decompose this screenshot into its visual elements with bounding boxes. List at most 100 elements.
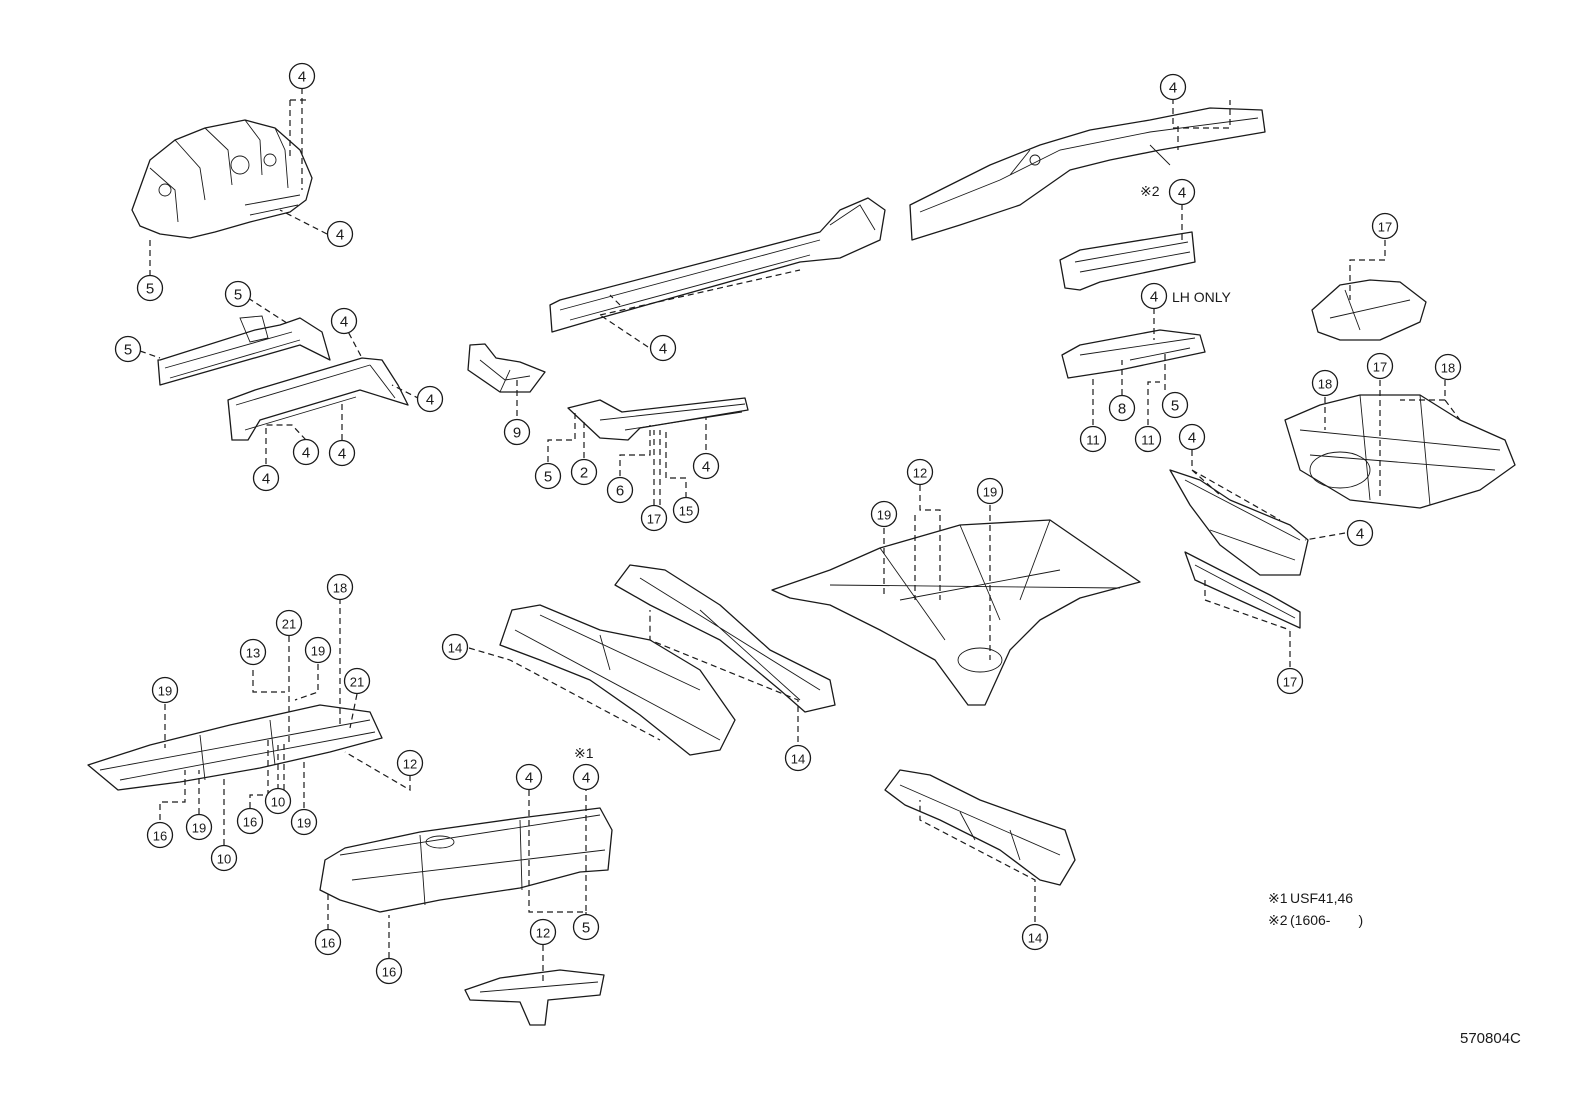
callout-number: 4 — [702, 459, 710, 476]
callout-16: 16 — [236, 807, 264, 835]
callout-circle — [1140, 282, 1168, 310]
callout-circle — [640, 504, 668, 532]
callout-number: 14 — [448, 641, 462, 656]
callout-circle — [252, 464, 280, 492]
callout-17: 17 — [640, 504, 668, 532]
callout-circle — [1346, 519, 1374, 547]
callout-circle — [326, 220, 354, 248]
callout-number: 4 — [1356, 526, 1364, 543]
callout-number: 4 — [1178, 185, 1186, 202]
leader-lines — [139, 88, 1461, 985]
callout-number: 19 — [192, 821, 206, 836]
callout-number: 17 — [647, 512, 661, 527]
callout-number: 17 — [1283, 675, 1297, 690]
note-2-mark: ※2 — [1268, 912, 1288, 928]
callout-number: 4 — [262, 471, 270, 488]
callout-5: 5 — [1161, 391, 1189, 419]
callout-circle — [529, 918, 557, 946]
callout-4: 4 — [1168, 178, 1196, 206]
callout-circle — [292, 438, 320, 466]
spare-tire-pan-part — [1311, 279, 1427, 341]
callout-5: 5 — [534, 462, 562, 490]
front-side-member-lower — [227, 357, 409, 441]
callout-number: 12 — [913, 466, 927, 481]
callout-number: 19 — [158, 684, 172, 699]
callout-circle — [416, 385, 444, 413]
note-1-text: USF41,46 — [1290, 890, 1353, 906]
callout-circle — [1021, 923, 1049, 951]
callout-19: 19 — [185, 813, 213, 841]
callout-number: 8 — [1118, 401, 1126, 418]
callout-circle — [441, 633, 469, 661]
callout-14: 14 — [784, 744, 812, 772]
callout-number: 5 — [582, 920, 590, 937]
callout-circle — [375, 957, 403, 985]
front-side-member-upper — [157, 315, 331, 386]
callout-number: 18 — [1318, 377, 1332, 392]
callout-4: 4 — [330, 307, 358, 335]
callout-circle — [1134, 425, 1162, 453]
callout-number: 18 — [1441, 361, 1455, 376]
callout-4: 4 — [416, 385, 444, 413]
callout-circle — [326, 573, 354, 601]
callout-17: 17 — [1366, 352, 1394, 380]
callout-4: 4 — [649, 334, 677, 362]
callout-number: 4 — [338, 446, 346, 463]
callout-circle — [343, 667, 371, 695]
callout-14: 14 — [441, 633, 469, 661]
floor-side-member-part — [567, 397, 749, 441]
callout-circle — [396, 749, 424, 777]
callout-number: 2 — [580, 465, 588, 482]
note-1-mark: ※1 — [1268, 890, 1288, 906]
callout-21: 21 — [275, 609, 303, 637]
callout-circle — [264, 787, 292, 815]
front-apron-part — [131, 119, 313, 239]
callout-number: 4 — [336, 227, 344, 244]
rear-crossmember-lower-part — [1184, 551, 1301, 629]
callout-number: 12 — [536, 926, 550, 941]
callout-11: 11 — [1079, 425, 1107, 453]
callout-circle — [1079, 425, 1107, 453]
tunnel-reinforcement-part — [614, 564, 836, 713]
crossmember-lh-part — [1061, 329, 1206, 379]
callout-4: 4 — [252, 464, 280, 492]
callout-circle — [1168, 178, 1196, 206]
callout-number: 19 — [297, 816, 311, 831]
rear-floor-pan-part — [1284, 394, 1516, 509]
callout-4: 4 — [328, 439, 356, 467]
note-2-text: (1606- ) — [1290, 912, 1363, 928]
callout-number: 4 — [298, 69, 306, 86]
callout-number: 16 — [153, 829, 167, 844]
callout-circle — [572, 913, 600, 941]
callout-5: 5 — [114, 335, 142, 363]
callout-circle — [236, 807, 264, 835]
callout-19: 19 — [151, 676, 179, 704]
callout-number: 17 — [1378, 220, 1392, 235]
callout-17: 17 — [1371, 212, 1399, 240]
callout-circle — [606, 476, 634, 504]
callout-4: 4 — [515, 763, 543, 791]
center-floor-pan-part — [771, 519, 1141, 706]
callout-number: 4 — [582, 770, 590, 787]
callout-11: 11 — [1134, 425, 1162, 453]
callout-16: 16 — [375, 957, 403, 985]
callout-4: 4 — [292, 438, 320, 466]
callout-number: 5 — [544, 469, 552, 486]
callout-number: 17 — [1373, 360, 1387, 375]
bracket-part — [467, 343, 546, 393]
callout-21: 21 — [343, 667, 371, 695]
callout-19: 19 — [976, 477, 1004, 505]
tunnel-bracket-part — [464, 969, 605, 1026]
callout-circle — [328, 439, 356, 467]
callout-19: 19 — [870, 500, 898, 528]
callout-19: 19 — [304, 636, 332, 664]
callout-number: 4 — [1169, 80, 1177, 97]
callout-14: 14 — [1021, 923, 1049, 951]
rear-side-member-part — [909, 107, 1266, 241]
callout-number: 11 — [1086, 433, 1100, 448]
callout-number: 13 — [246, 646, 260, 661]
callout-18: 18 — [1434, 353, 1462, 381]
callout-number: 5 — [234, 287, 242, 304]
callout-18: 18 — [326, 573, 354, 601]
